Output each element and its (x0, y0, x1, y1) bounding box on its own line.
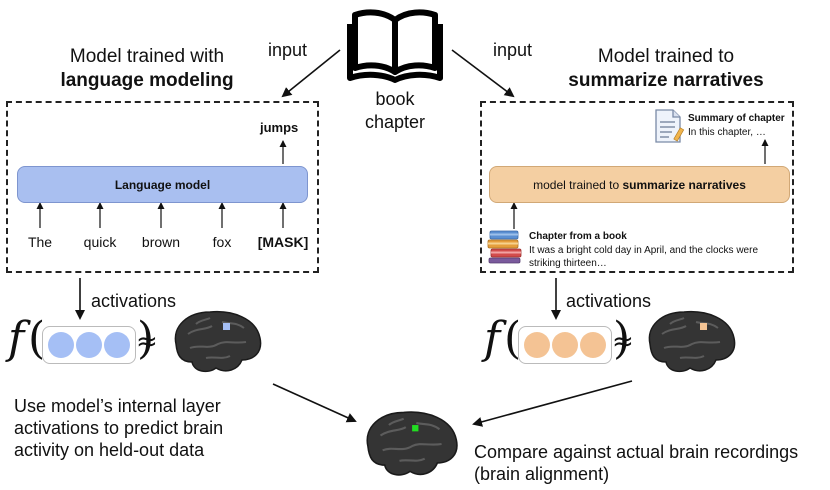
summary-text: In this chapter, … (688, 127, 766, 138)
right-approx-symbol: ≈ (612, 327, 634, 357)
right-description-line: Compare against actual brain recordings (474, 442, 799, 462)
left-title-line2: language modeling (60, 70, 234, 91)
left-close-paren: ) (137, 313, 155, 364)
right-activation-dot (552, 332, 578, 358)
right-f-symbol: f (484, 313, 501, 364)
left-input-arrow (281, 49, 341, 98)
right-description-line: (brain alignment) (474, 464, 610, 484)
right-title-line1: Model trained to (597, 46, 735, 67)
left-f-symbol: f (8, 313, 25, 364)
book-label-line2: chapter (364, 112, 426, 132)
right-model-box (480, 101, 794, 273)
right-input-arrow (451, 49, 515, 98)
token-brown: brown (141, 234, 181, 250)
left-activation-dot (76, 332, 102, 358)
right-title: Model trained to summarize narratives (542, 45, 790, 93)
token-quick: quick (83, 234, 117, 250)
left-activations-label: activations (91, 291, 177, 311)
left-compare-arrow (272, 383, 357, 423)
left-description-line: Use model’s internal layer (14, 396, 221, 416)
summarize-model-bar: model trained to summarize narratives (489, 166, 790, 203)
token-mask: [MASK] (257, 234, 309, 250)
chapter-text-line2: striking thirteen… (529, 258, 607, 269)
left-description: Use model’s internal layer activations t… (14, 395, 223, 461)
right-open-paren: ( (504, 313, 522, 364)
language-model-bar: Language model (17, 166, 308, 203)
right-activations-label: activations (566, 291, 652, 311)
book-label: book chapter (360, 88, 430, 134)
left-title: Model trained with language modeling (28, 45, 266, 93)
chapter-title: Chapter from a book (529, 231, 627, 242)
stacked-books-icon (487, 230, 522, 264)
right-activation-dot (524, 332, 550, 358)
right-title-line2: summarize narratives (568, 70, 764, 91)
left-title-line1: Model trained with (69, 46, 225, 67)
chapter-text-line1: It was a bright cold day in April, and t… (529, 245, 759, 256)
output-token: jumps (260, 120, 299, 135)
right-input-label: input (493, 40, 533, 60)
summary-title: Summary of chapter (688, 113, 785, 124)
right-description: Compare against actual brain recordings … (474, 441, 798, 485)
chapter-text: It was a bright cold day in April, and t… (529, 244, 758, 270)
left-description-line: activity on held-out data (14, 440, 205, 460)
left-approx-symbol: ≈ (136, 327, 158, 357)
summarize-model-label: model trained to (533, 177, 623, 192)
document-icon (655, 109, 685, 143)
brain-icon (366, 411, 458, 476)
summarize-model-label-bold: summarize narratives (622, 177, 746, 192)
brain-icon (174, 310, 262, 373)
right-compare-arrow (472, 380, 633, 427)
left-description-line: activations to predict brain (14, 418, 224, 438)
token-the: The (27, 234, 53, 250)
left-model-box (6, 101, 319, 273)
left-activation-dot (104, 332, 130, 358)
right-activation-dot (580, 332, 606, 358)
right-close-paren: ) (613, 313, 631, 364)
left-activation-dot (48, 332, 74, 358)
book-label-line1: book (375, 89, 415, 109)
open-book-icon (347, 9, 443, 83)
left-open-paren: ( (28, 313, 46, 364)
token-fox: fox (212, 234, 232, 250)
brain-icon (648, 310, 736, 373)
left-input-label: input (268, 40, 308, 60)
